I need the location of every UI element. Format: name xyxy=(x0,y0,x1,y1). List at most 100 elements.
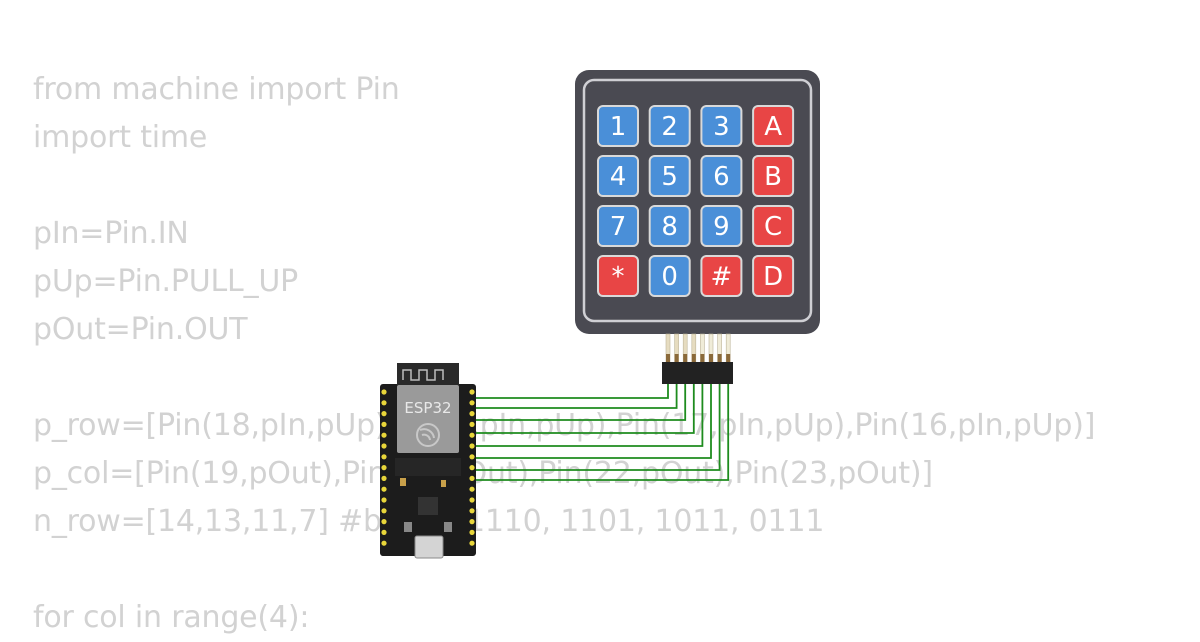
key-label: 2 xyxy=(661,112,678,142)
key-label: 4 xyxy=(610,162,627,192)
board-pin[interactable] xyxy=(381,486,387,492)
board-pin[interactable] xyxy=(469,443,475,449)
key-label: 7 xyxy=(610,212,627,242)
board-pin[interactable] xyxy=(469,486,475,492)
keypad-key[interactable]: 7 xyxy=(597,205,639,247)
board-pin[interactable] xyxy=(381,389,387,395)
keypad-key[interactable]: 6 xyxy=(700,155,743,197)
wifi-module xyxy=(397,385,459,453)
board-pin[interactable] xyxy=(469,519,475,525)
board-pin[interactable] xyxy=(381,465,387,471)
board-pin[interactable] xyxy=(381,411,387,417)
board-pin[interactable] xyxy=(469,454,475,460)
key-face xyxy=(597,155,639,197)
key-label: 5 xyxy=(661,162,678,192)
reset-button[interactable] xyxy=(444,522,452,532)
board-pins xyxy=(381,389,475,546)
board-pin[interactable] xyxy=(381,443,387,449)
code-line: p_row=[Pin(18,pIn,pUp),Pin(5,pIn,pUp),Pi… xyxy=(33,408,1096,443)
keypad-key[interactable]: 0 xyxy=(648,255,691,297)
wire[interactable] xyxy=(474,384,730,481)
ribbon-contact xyxy=(700,354,705,362)
board-label: ESP32 xyxy=(404,399,451,417)
keypad-key[interactable]: 9 xyxy=(700,205,743,247)
board-pin[interactable] xyxy=(469,497,475,503)
esp32-board[interactable]: ESP32 xyxy=(380,363,476,559)
key-face xyxy=(700,105,743,147)
smd-component xyxy=(400,478,406,486)
board-pin[interactable] xyxy=(381,519,387,525)
key-face xyxy=(752,255,795,297)
boot-button[interactable] xyxy=(404,522,412,532)
wire[interactable] xyxy=(474,384,687,421)
keypad-key[interactable]: 1 xyxy=(597,105,639,147)
key-label: A xyxy=(764,112,782,142)
wire[interactable] xyxy=(474,384,721,471)
board-pin[interactable] xyxy=(381,475,387,481)
ribbon-contact xyxy=(709,354,713,362)
key-label: 3 xyxy=(713,112,730,142)
key-face xyxy=(597,255,639,297)
key-label: 9 xyxy=(713,212,730,242)
board-pin[interactable] xyxy=(469,421,475,427)
board-pin[interactable] xyxy=(469,508,475,514)
code-line: import time xyxy=(33,120,208,155)
ribbon-contact xyxy=(691,354,696,362)
board-pin[interactable] xyxy=(469,432,475,438)
board-pin[interactable] xyxy=(469,529,475,536)
wire[interactable] xyxy=(474,384,669,399)
keypad-key[interactable]: 8 xyxy=(648,205,691,247)
ribbon-contact xyxy=(683,354,688,362)
board-pin[interactable] xyxy=(381,540,387,546)
keypad-key[interactable]: B xyxy=(752,155,795,197)
board-pin[interactable] xyxy=(469,411,475,417)
keypad-key[interactable]: # xyxy=(700,255,743,297)
code-line: from machine import Pin xyxy=(33,72,400,107)
board-pin[interactable] xyxy=(381,529,387,536)
board-pin[interactable] xyxy=(381,497,387,503)
code-line: pUp=Pin.PULL_UP xyxy=(33,264,299,299)
key-label: # xyxy=(711,262,733,292)
board-pin[interactable] xyxy=(381,508,387,514)
smd-component xyxy=(441,480,446,487)
key-face xyxy=(597,205,639,247)
wires xyxy=(474,384,730,481)
key-face xyxy=(597,105,639,147)
keypad-key[interactable]: C xyxy=(752,205,795,247)
board-pin[interactable] xyxy=(469,389,475,395)
wire[interactable] xyxy=(474,384,678,409)
key-face xyxy=(752,155,795,197)
board-pin[interactable] xyxy=(381,454,387,460)
usb-chip xyxy=(418,497,438,515)
key-face xyxy=(752,105,795,147)
key-face xyxy=(700,255,743,297)
keypad-key[interactable]: D xyxy=(752,255,795,297)
board-pin[interactable] xyxy=(381,400,387,406)
code-line: for col in range(4): xyxy=(33,600,310,635)
wire[interactable] xyxy=(474,384,695,434)
key-label: 0 xyxy=(661,262,678,292)
key-face xyxy=(700,205,743,247)
keypad-key[interactable]: 4 xyxy=(597,155,639,197)
key-label: B xyxy=(764,162,782,192)
board-pin[interactable] xyxy=(469,540,475,546)
board-pin[interactable] xyxy=(469,475,475,481)
board-pin[interactable] xyxy=(381,432,387,438)
key-label: 8 xyxy=(661,212,678,242)
keypad-key[interactable]: 2 xyxy=(648,105,691,147)
keypad-key[interactable]: * xyxy=(597,255,639,297)
wire[interactable] xyxy=(474,384,704,447)
board-pin[interactable] xyxy=(381,421,387,427)
key-face xyxy=(648,105,691,147)
keypad-key[interactable]: 5 xyxy=(648,155,691,197)
keypad-key[interactable]: A xyxy=(752,105,795,147)
keypad-key[interactable]: 3 xyxy=(700,105,743,147)
key-face xyxy=(700,155,743,197)
ribbon-contact xyxy=(717,354,722,362)
wire[interactable] xyxy=(474,384,712,459)
board-pin[interactable] xyxy=(469,400,475,406)
board-pin[interactable] xyxy=(469,465,475,471)
board-header-strip xyxy=(395,458,461,476)
micro-usb-port[interactable] xyxy=(414,535,444,559)
